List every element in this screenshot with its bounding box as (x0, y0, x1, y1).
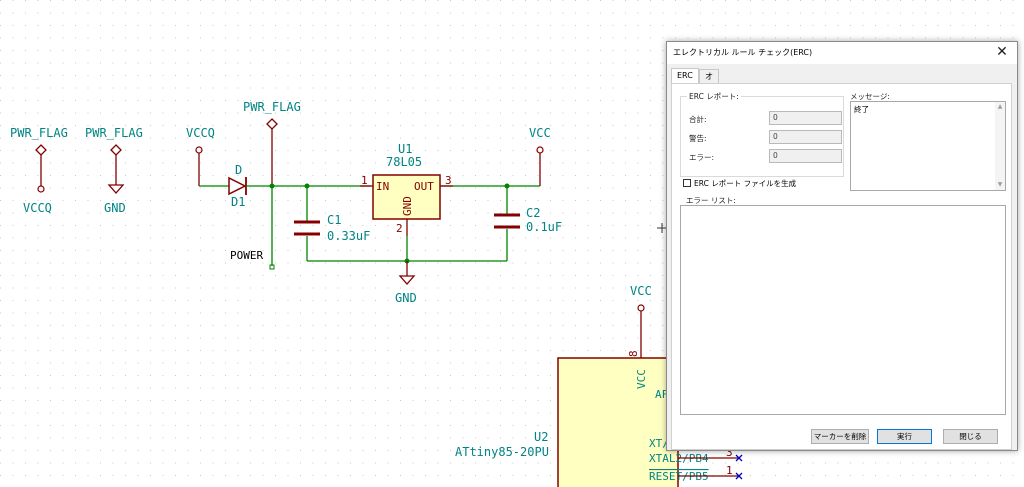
capacitor-c1[interactable]: C1 0.33uF (294, 213, 370, 243)
total-label: 合計: (689, 115, 707, 124)
run-button[interactable]: 実行 (877, 429, 932, 444)
warnings-label: 警告: (689, 134, 707, 143)
capacitor-c2[interactable]: C2 0.1uF (494, 206, 562, 234)
vccq-label: VCCQ (23, 201, 52, 215)
vcc-lower-label: VCC (630, 284, 652, 298)
generate-report-checkbox[interactable] (683, 179, 691, 187)
messages-text: 終了 (854, 105, 869, 114)
c1-value: 0.33uF (327, 229, 370, 243)
total-value: 0 (769, 111, 842, 125)
diode-ref: D1 (231, 195, 245, 209)
errors-value: 0 (769, 149, 842, 163)
u1-pin-gnd: GND (401, 196, 414, 216)
pwr-flag-symbol-1[interactable]: PWR_FLAG VCCQ (10, 126, 68, 215)
wires (269, 183, 540, 264)
diode-value: D (235, 163, 242, 177)
diode-d1[interactable]: D D1 (199, 163, 271, 209)
u2-pin8: 8 (627, 350, 640, 357)
messages-label: メッセージ: (850, 92, 890, 101)
mcu-u2[interactable]: U2 ATtiny85-20PU VCC 8 AF XT/ XTAL2/PB4 … (455, 350, 743, 487)
vcc-right-label: VCC (529, 126, 551, 140)
u2-pin-ar-partial: AF (655, 388, 668, 401)
tab-options[interactable]: オプション (699, 69, 719, 137)
erc-report-title: ERC レポート: (687, 91, 741, 102)
u1-ref: U1 (398, 142, 412, 156)
vcc-power-port-lower[interactable]: VCC (630, 284, 652, 358)
regulator-u1[interactable]: U1 78L05 IN OUT GND 1 2 3 (360, 142, 453, 236)
pwr-flag-label-1: PWR_FLAG (10, 126, 68, 140)
u2-pin-vcc: VCC (635, 369, 648, 389)
vcc-power-port[interactable]: VCC (529, 126, 551, 186)
messages-scrollbar[interactable]: ▲ ▼ (995, 102, 1005, 190)
u2-ref: U2 (534, 430, 548, 444)
u2-pin1: 1 (726, 464, 733, 477)
pwr-flag-symbol-3[interactable]: PWR_FLAG POWER (230, 100, 301, 270)
dialog-title: エレクトリカル ルール チェック(ERC) (673, 48, 813, 57)
pwr-flag-label-2: PWR_FLAG (85, 126, 143, 140)
tab-erc[interactable]: ERC (671, 68, 699, 84)
c2-ref: C2 (526, 206, 540, 220)
messages-box[interactable]: 終了 ▲ ▼ (850, 101, 1006, 191)
crosshair-cursor (657, 223, 667, 233)
warnings-value: 0 (769, 130, 842, 144)
no-connect-marker (735, 472, 743, 480)
erc-dialog[interactable]: エレクトリカル ルール チェック(ERC) ✕ ERC オプション ERC レポ… (666, 41, 1018, 451)
c2-value: 0.1uF (526, 220, 562, 234)
pwr-flag-label-3: PWR_FLAG (243, 100, 301, 114)
close-icon[interactable]: ✕ (996, 44, 1008, 60)
gnd-center-label: GND (395, 291, 417, 305)
error-list-label: エラー リスト: (686, 196, 736, 205)
vccq-power-port[interactable]: VCCQ (186, 126, 215, 186)
u1-pin2: 2 (396, 222, 403, 235)
errors-label: エラー: (689, 153, 715, 162)
u1-value: 78L05 (386, 155, 422, 169)
u1-pin-out: OUT (414, 180, 434, 193)
scroll-down-icon[interactable]: ▼ (997, 181, 1003, 188)
c1-ref: C1 (327, 213, 341, 227)
generate-report-option[interactable]: ERC レポート ファイルを生成 (683, 177, 796, 189)
delete-markers-button[interactable]: マーカーを削除 (811, 429, 869, 444)
u2-pin3: 3 (726, 446, 733, 459)
erc-report-group: ERC レポート: 合計: 0 警告: 0 エラー: 0 (680, 91, 844, 177)
tab-panel: ERC レポート: 合計: 0 警告: 0 エラー: 0 ERC レポート ファ… (671, 83, 1012, 450)
pwr-flag-symbol-2[interactable]: PWR_FLAG GND (85, 126, 143, 215)
u1-pin-in: IN (376, 180, 389, 193)
gnd-power-port[interactable]: GND (395, 261, 417, 305)
u2-value: ATtiny85-20PU (455, 445, 549, 459)
power-net-label: POWER (230, 249, 263, 262)
generate-report-label: ERC レポート ファイルを生成 (694, 178, 797, 188)
no-connect-marker (735, 454, 743, 462)
vccq-top-label: VCCQ (186, 126, 215, 140)
error-list-box[interactable] (680, 205, 1006, 415)
gnd-label-left: GND (104, 201, 126, 215)
dialog-titlebar[interactable]: エレクトリカル ルール チェック(ERC) ✕ (667, 42, 1017, 64)
u1-pin1: 1 (361, 174, 368, 187)
close-button[interactable]: 閉じる (943, 429, 998, 444)
scroll-up-icon[interactable]: ▲ (997, 103, 1003, 110)
u2-pin-xt-partial: XT/ (649, 437, 669, 450)
u1-pin3: 3 (445, 174, 452, 187)
gnd-symbol-left (107, 184, 125, 194)
